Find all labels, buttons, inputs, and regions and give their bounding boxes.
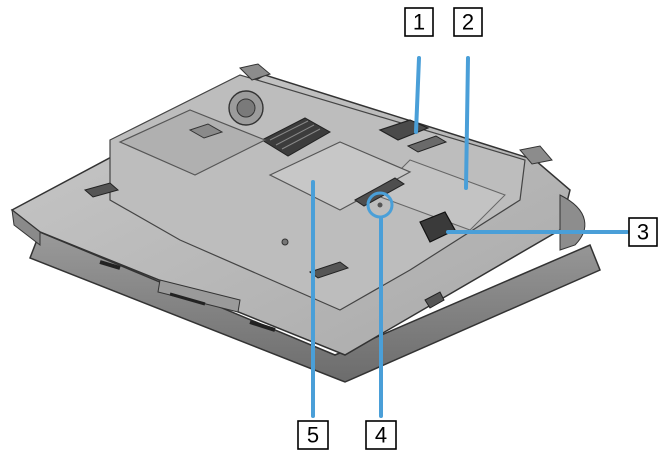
- vent-grille-icon: [260, 117, 332, 157]
- callout-5-box: [297, 420, 329, 450]
- left-bay-cover: [118, 109, 267, 176]
- callout-5: 5: [297, 420, 329, 450]
- fan-hub-icon: [236, 98, 256, 118]
- left-foot-icon: [83, 182, 120, 198]
- callout-3: 3: [628, 217, 658, 247]
- laptop-illustration: [10, 63, 601, 383]
- callout-1: 1: [404, 7, 434, 37]
- laptop-front-edge: [11, 208, 41, 247]
- callout-2-box: [453, 7, 483, 37]
- callout-4-box: [365, 420, 397, 450]
- battery-latch-slot-icon: [406, 135, 448, 153]
- callout-1-box: [404, 7, 434, 37]
- port-strip-icon: [99, 260, 276, 332]
- front-slot-icon: [308, 261, 350, 279]
- leader-line-1: [414, 56, 421, 134]
- callout-2-label: 2: [462, 10, 474, 35]
- right-side-edge: [559, 194, 586, 251]
- callout-4: 4: [365, 420, 397, 450]
- leader-lines: [311, 56, 629, 418]
- callout-4-label: 4: [375, 423, 387, 448]
- rear-left-foot: [239, 63, 272, 81]
- callout-1-label: 1: [413, 10, 425, 35]
- screw-icon: [281, 238, 289, 246]
- callout-3-label: 3: [637, 220, 649, 245]
- callout-5-label: 5: [307, 423, 319, 448]
- memory-bay-cover: [268, 141, 412, 211]
- leader-line-2: [464, 56, 470, 190]
- reset-hole-icon: [377, 202, 383, 208]
- rear-right-foot: [519, 145, 553, 165]
- callout-3-box: [628, 217, 658, 247]
- right-port-icon: [424, 291, 445, 309]
- callout-2: 2: [453, 7, 483, 37]
- left-bay-latch-icon: [188, 123, 224, 139]
